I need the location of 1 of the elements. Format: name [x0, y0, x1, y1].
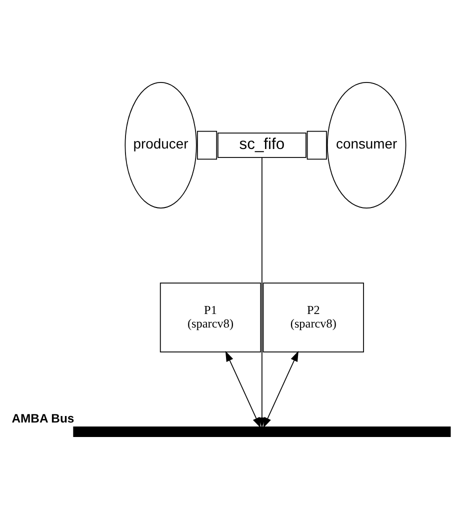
node-label: AMBA Bus [12, 412, 74, 426]
